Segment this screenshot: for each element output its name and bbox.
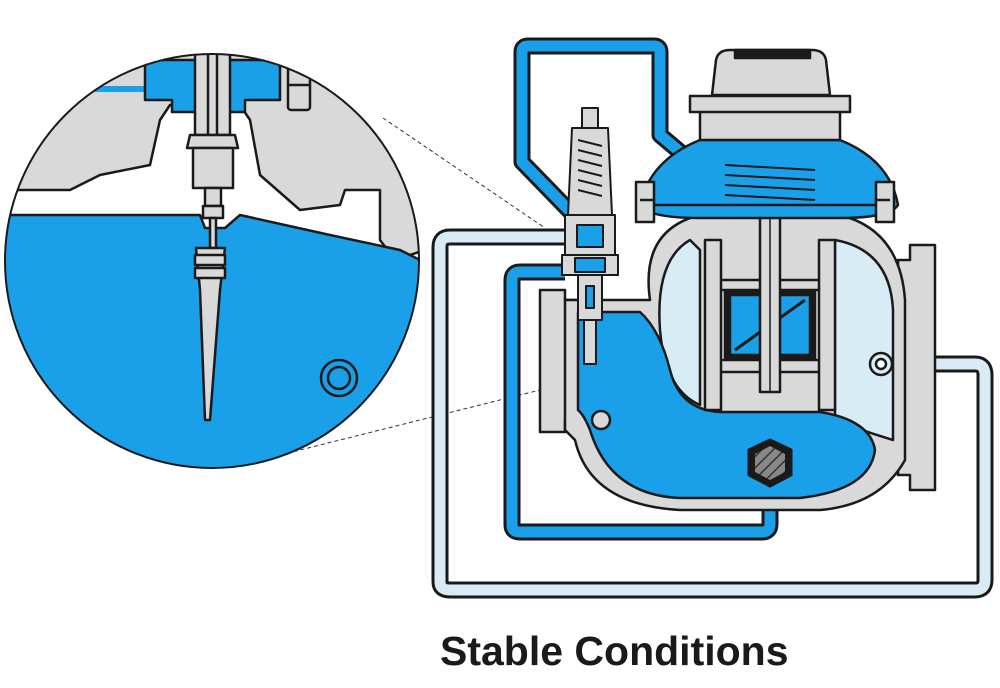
bonnet-assembly — [634, 48, 900, 224]
pilot-valve — [561, 107, 619, 365]
bonnet-control-tube — [513, 37, 698, 238]
inlet-supply-tube — [503, 263, 779, 541]
zoom-detail — [4, 53, 420, 469]
strainer-filter — [747, 438, 793, 488]
right-bolt-icon — [874, 180, 896, 224]
pilot-spring-icon — [577, 139, 603, 197]
main-spring-icon — [724, 164, 816, 201]
left-bolt-icon — [634, 180, 656, 224]
main-valve-body — [538, 110, 937, 512]
zoom-leader-lines — [279, 117, 621, 456]
position-indicator — [710, 48, 832, 97]
downstream-sensing-tube — [431, 228, 994, 599]
drain-plug — [590, 409, 612, 431]
inlet-chamber — [576, 310, 877, 500]
outlet-sensing-port — [868, 351, 894, 377]
diagram-caption: Stable Conditions — [440, 628, 789, 674]
outlet-flange — [896, 243, 937, 492]
